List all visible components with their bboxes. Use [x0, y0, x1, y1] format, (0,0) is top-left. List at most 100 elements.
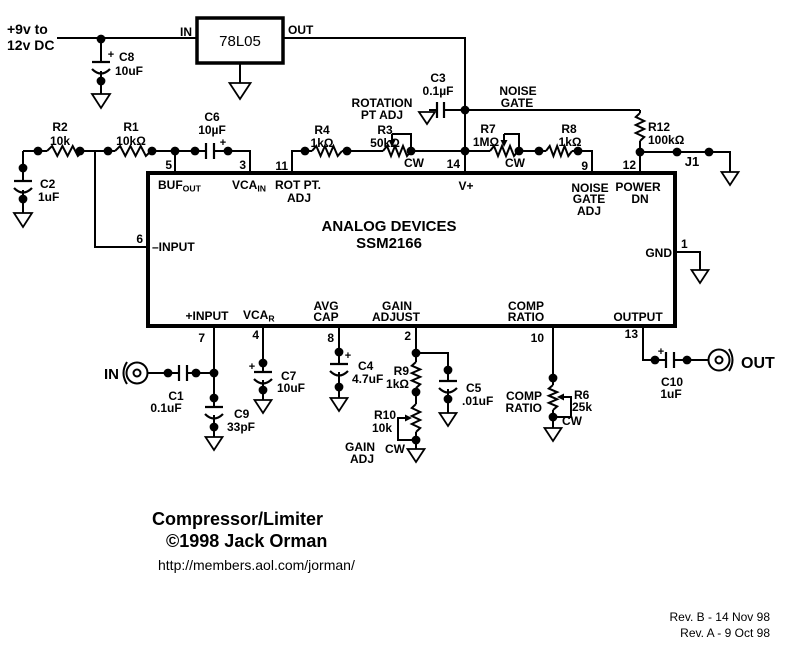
resistor-r8: [545, 143, 573, 159]
schematic-title: Compressor/Limiter: [152, 509, 323, 529]
junction-dot: [190, 146, 200, 156]
pin-name-gainadj-1: GAIN: [382, 299, 412, 313]
junction-dot: [534, 146, 544, 156]
pin-name-compratio-1: COMP: [508, 299, 544, 313]
r2-value: 10k: [50, 134, 70, 148]
ground-icon: [203, 436, 225, 452]
junction-dot: [33, 146, 43, 156]
pot-r6-wiper-link: [553, 396, 572, 418]
c5-value: .01uF: [462, 394, 493, 408]
junction-dot: [334, 382, 344, 392]
noise-gate-label-2: GATE: [501, 96, 533, 110]
pin-number-7: 7: [198, 331, 205, 345]
ground-icon: [12, 212, 34, 229]
comp-ratio-label-2: RATIO: [506, 401, 542, 415]
ground-icon: [252, 399, 274, 415]
c6-ref: C6: [204, 110, 220, 124]
ground-icon: [328, 397, 350, 413]
c3-value: 0.1µF: [423, 84, 454, 98]
pot-r6: [546, 384, 560, 411]
junction-dot: [514, 146, 524, 156]
pin-number-2: 2: [404, 329, 411, 343]
pin-number-8: 8: [327, 331, 334, 345]
c7-plus: +: [249, 361, 255, 373]
wire: [94, 151, 148, 248]
junction-dot: [460, 146, 470, 156]
pin-name-gnd: GND: [645, 246, 672, 260]
c8-ref: C8: [119, 50, 135, 64]
pin-name-gainadj-2: ADJUST: [372, 310, 421, 324]
r9-ref: R9: [394, 364, 410, 378]
pin-name-rotpt-1: ROT PT.: [275, 178, 321, 192]
pin-name-vcar: VCAR: [243, 308, 275, 324]
ground-icon: [227, 82, 253, 101]
junction-dot: [650, 355, 660, 365]
c2-ref: C2: [40, 177, 56, 191]
pin-name-rotpt-2: ADJ: [287, 191, 311, 205]
output-jack-icon: [728, 348, 734, 372]
capacitor-c9: [204, 413, 224, 420]
power-label-line1: +9v to: [7, 21, 48, 37]
r1-ref: R1: [123, 120, 139, 134]
pin-name-vcain: VCAIN: [232, 178, 266, 194]
input-jack-label: IN: [104, 366, 119, 383]
gain-adj-label-1: GAIN: [345, 440, 375, 454]
junction-dot: [147, 146, 157, 156]
pin-name-powerdn-1: POWER: [615, 180, 661, 194]
pin-name-vplus: V+: [458, 179, 473, 193]
pin-name-powerdn-2: DN: [631, 192, 648, 206]
regulator-out-label: OUT: [288, 23, 314, 37]
regulator-in-label: IN: [180, 25, 192, 39]
ground-icon: [719, 171, 741, 187]
revision-a: Rev. A - 9 Oct 98: [680, 626, 770, 640]
input-jack-icon: [122, 361, 128, 385]
junction-dot: [334, 347, 344, 357]
pot-r10-wiper-link: [397, 417, 416, 441]
c1-value: 0.1uF: [150, 401, 181, 415]
r4-ref: R4: [314, 123, 330, 137]
junction-dot: [191, 368, 201, 378]
ic-body: [146, 171, 677, 328]
resistor-r9: [409, 361, 423, 389]
r6-cw-label: CW: [562, 414, 583, 428]
output-jack-icon: [714, 355, 724, 365]
pin-number-5: 5: [165, 158, 172, 172]
c9-ref: C9: [234, 407, 250, 421]
junction-dot: [170, 146, 180, 156]
capacitor-c2: [13, 187, 33, 194]
junction-dot: [411, 387, 421, 397]
c7-ref: C7: [281, 369, 297, 383]
pin-number-9: 9: [581, 159, 588, 173]
regulator-part-label: 78L05: [219, 33, 261, 50]
power-label-line2: 12v DC: [7, 37, 54, 53]
pin-number-3: 3: [239, 158, 246, 172]
pin-name-avgcap-1: AVG: [313, 299, 338, 313]
pin-name-compratio-2: RATIO: [508, 310, 544, 324]
junction-dot: [548, 412, 558, 422]
revision-b: Rev. B - 14 Nov 98: [670, 610, 771, 624]
ground-icon: [405, 448, 427, 464]
ic-manufacturer: ANALOG DEVICES: [321, 218, 456, 235]
pot-r7-wiper-arrow-icon: [500, 140, 508, 147]
pin-number-10: 10: [531, 331, 545, 345]
junction-dot: [672, 147, 682, 157]
pin-number-1: 1: [681, 237, 688, 251]
junction-dot: [635, 147, 645, 157]
r8-value: 1kΩ: [559, 135, 582, 149]
c8-plus: +: [108, 49, 114, 61]
c10-value: 1uF: [660, 387, 681, 401]
wire: [640, 151, 731, 172]
wire: [291, 150, 312, 173]
rotation-adj-label-1: ROTATION: [352, 96, 413, 110]
ground-icon: [417, 111, 437, 126]
output-jack-label: OUT: [741, 355, 775, 372]
pot-r3-wiper-arrow-icon: [388, 140, 396, 147]
c10-plus: +: [658, 346, 664, 358]
output-jack-icon: [707, 348, 731, 372]
schematic-copyright: ©1998 Jack Orman: [166, 531, 327, 551]
r3-cw-label: CW: [404, 156, 425, 170]
junction-dot: [406, 146, 416, 156]
ground-icon: [542, 427, 564, 443]
r8-ref: R8: [561, 122, 577, 136]
